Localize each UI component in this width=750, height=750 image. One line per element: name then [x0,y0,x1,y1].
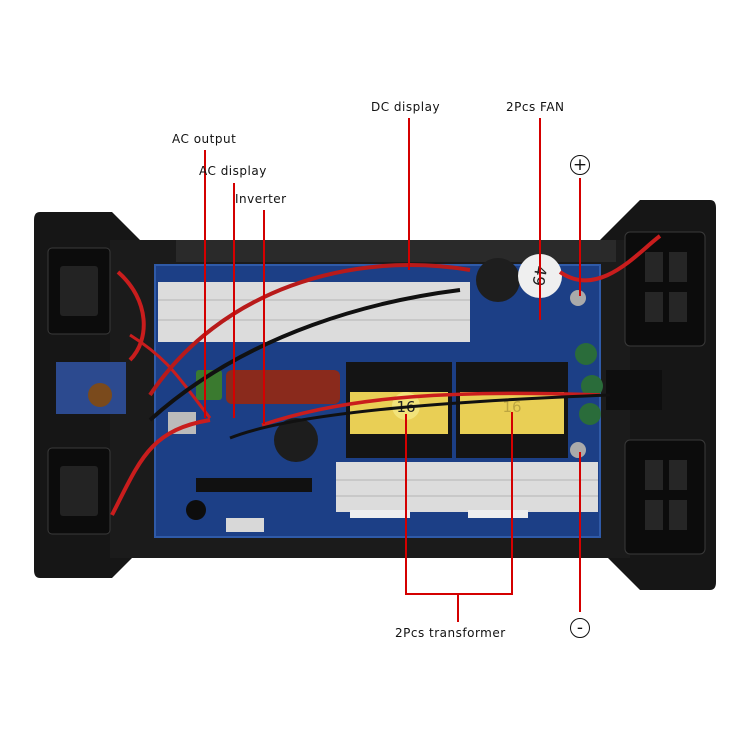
label-ac-display: AC display [199,164,267,178]
negative-terminal-bolt [570,442,586,458]
film-capacitor [226,370,340,404]
label-inverter: Inverter [235,192,287,206]
positive-symbol-icon: + [570,155,590,175]
label-ac-output: AC output [172,132,237,146]
label-dc-display: DC display [371,100,441,114]
big-capacitor [476,258,520,302]
label-transformer: 2Pcs transformer [395,626,506,640]
chassis-top-rim [176,240,616,262]
fan-top [624,231,706,347]
callout-lines [204,118,581,622]
negative-symbol-icon: - [570,618,590,638]
label-fan: 2Pcs FAN [506,100,565,114]
positive-terminal-bolt [570,290,586,306]
inductor [274,418,318,462]
fan-bottom [624,439,706,555]
transformer-right-marking: 16 [502,398,521,416]
heatsink-bottom [336,462,598,512]
